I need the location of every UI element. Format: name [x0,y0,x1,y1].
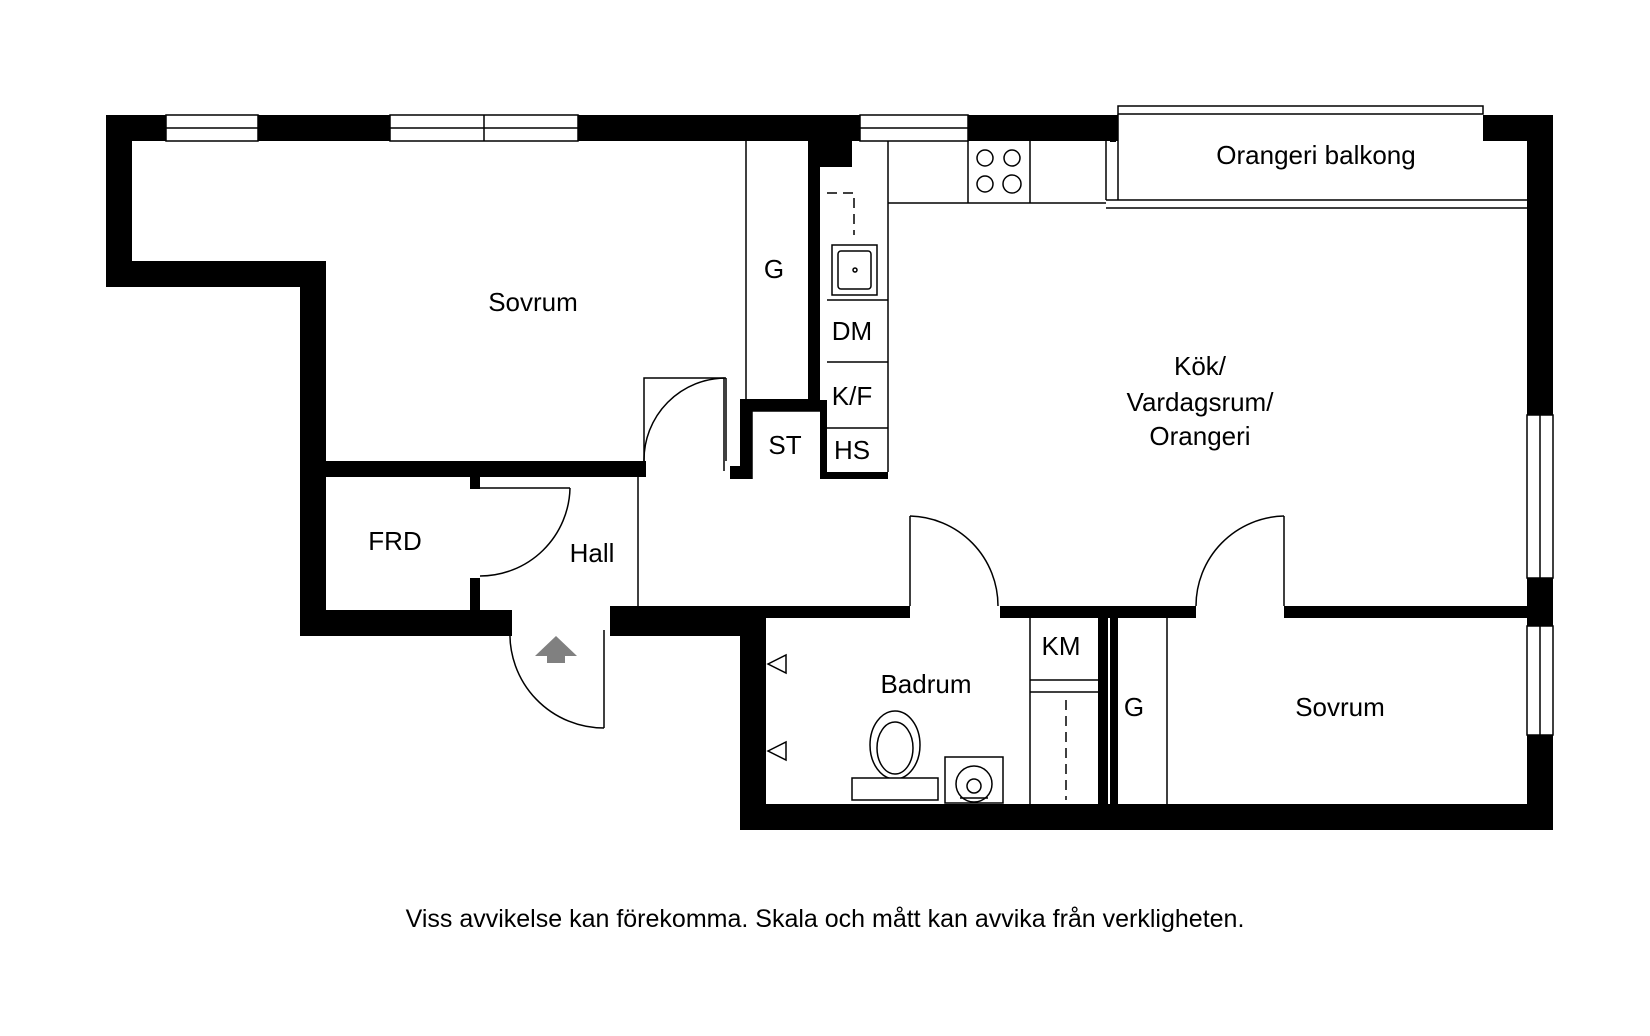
stove-icon [976,149,1022,194]
radiator-icon [766,653,787,762]
doors [479,377,1285,729]
exterior-walls [106,115,1553,830]
interior-walls [326,141,1527,804]
room-label-badrum: Badrum [880,669,971,699]
washbasin-icon [944,756,1004,804]
disclaimer-text: Viss avvikelse kan förekomma. Skala och … [405,905,1245,933]
room-label-g-top: G [764,254,784,284]
room-label-kok-line1: Kök/ [1174,351,1227,381]
entrance-arrow-icon [535,636,577,663]
room-label-sovrum-bottom: Sovrum [1295,692,1385,722]
room-label-frd: FRD [368,526,421,556]
room-label-hs: HS [834,435,870,465]
room-label-kok-line2: Vardagsrum/ [1127,387,1275,417]
toilet-icon [851,710,939,801]
room-label-balkong: Orangeri balkong [1216,140,1415,170]
windows [165,114,1554,736]
room-label-kok-line3: Orangeri [1149,421,1250,451]
room-label-kf: K/F [832,381,872,411]
room-label-st: ST [768,430,801,460]
sink-icon [831,244,878,296]
balcony [1105,105,1527,209]
room-label-km: KM [1042,631,1081,661]
room-label-dm: DM [832,316,872,346]
fixtures-lines [637,141,1168,804]
room-label-g-bottom: G [1124,692,1144,722]
room-label-hall: Hall [570,538,615,568]
room-label-sovrum-top: Sovrum [488,287,578,317]
